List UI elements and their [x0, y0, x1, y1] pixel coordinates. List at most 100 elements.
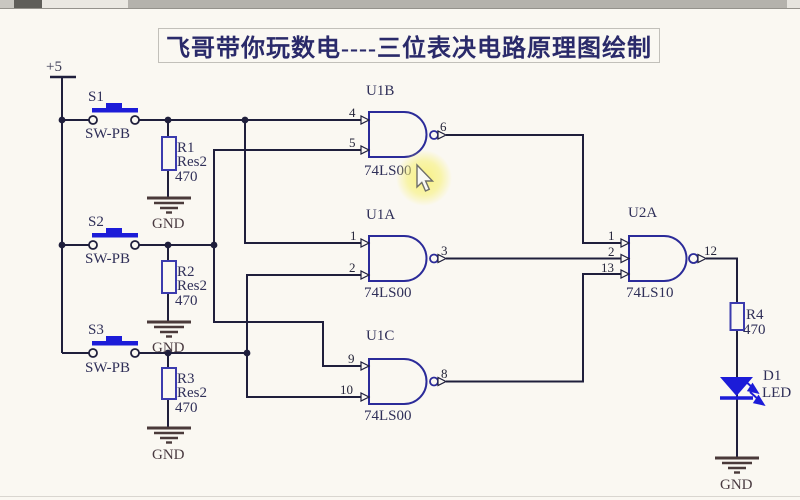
- led-emission-arrows: [743, 379, 766, 406]
- power-label: +5: [46, 59, 62, 75]
- resistor-ref: R1: [177, 140, 195, 156]
- switch-terminal: [130, 115, 140, 125]
- gnd-symbol-r1[interactable]: GND: [147, 196, 191, 232]
- resistor-model: Res2: [177, 278, 207, 294]
- junction-dot: [241, 116, 249, 124]
- pin-arrow-out: [697, 253, 708, 264]
- resistor-value: 470: [175, 169, 198, 185]
- pin-arrow-in: [360, 361, 371, 371]
- pin-arrow-in: [620, 253, 631, 264]
- switch-ref: S3: [88, 322, 104, 338]
- junction-dot: [210, 241, 218, 249]
- pin-arrow-out: [437, 130, 448, 140]
- pin-number: 6: [440, 119, 447, 134]
- gnd-symbol-led[interactable]: GND: [715, 456, 759, 493]
- cursor-overlay: [396, 150, 452, 206]
- pin-arrow-in: [620, 238, 631, 248]
- wires[interactable]: [61, 78, 738, 458]
- led-d1[interactable]: D1 LED: [720, 368, 791, 406]
- gate-part: 74LS00: [364, 285, 412, 301]
- gate-ref: U1B: [366, 83, 394, 99]
- gnd-label: GND: [720, 477, 753, 493]
- pin-number: 1: [350, 228, 357, 243]
- inversion-bubble: [429, 130, 439, 140]
- gate-u1a[interactable]: U1A 74LS00 1 2 3: [349, 207, 448, 301]
- junction-dot: [58, 116, 66, 124]
- pin-number: 3: [441, 243, 448, 258]
- gnd-label: GND: [152, 447, 185, 463]
- led-model: LED: [762, 385, 791, 401]
- switch-s1[interactable]: S1 SW-PB: [85, 89, 140, 142]
- junction-dot: [58, 241, 66, 249]
- gnd-symbol-r3[interactable]: GND: [147, 426, 191, 463]
- switch-button: [106, 228, 122, 233]
- top-strip-dark-square: [14, 0, 42, 9]
- nand-gate-body: [368, 235, 428, 282]
- inversion-bubble: [688, 253, 699, 264]
- junction-dot: [243, 349, 251, 357]
- gate-part: 74LS10: [626, 285, 674, 301]
- wire-u1b-out-to-u2a-pin1[interactable]: [446, 134, 621, 244]
- wire-s2-to-pin5-and-pin9[interactable]: [213, 149, 361, 367]
- switch-terminal: [130, 348, 140, 358]
- top-strip-right-segment: [787, 0, 800, 9]
- switch-s3[interactable]: S3 SW-PB: [85, 322, 140, 376]
- wire-u1c-out-to-u2a-pin13[interactable]: [446, 273, 621, 383]
- switch-terminal: [88, 240, 98, 250]
- resistor-value: 470: [743, 322, 766, 338]
- power-port-plus5[interactable]: +5: [46, 59, 76, 79]
- top-strip-edge: [0, 8, 800, 9]
- inversion-bubble: [429, 253, 439, 264]
- gnd-label: GND: [152, 216, 185, 232]
- resistor-r3[interactable]: R3 Res2 470: [161, 367, 207, 416]
- schematic-title-box[interactable]: 飞哥带你玩数电----三位表决电路原理图绘制: [158, 28, 660, 63]
- wire-u2a-out-to-r4[interactable]: [706, 257, 738, 304]
- gate-ref: U1A: [366, 207, 395, 223]
- gate-ref: U2A: [628, 205, 657, 221]
- switch-terminal: [88, 115, 98, 125]
- gate-ref: U1C: [366, 328, 394, 344]
- pin-number: 12: [704, 243, 717, 258]
- resistor-ref: R4: [746, 307, 764, 323]
- junction-dot: [164, 241, 172, 249]
- resistor-body: [161, 136, 177, 171]
- switch-s2[interactable]: S2 SW-PB: [85, 214, 140, 267]
- junction-dot: [164, 349, 172, 357]
- switch-terminal: [88, 348, 98, 358]
- bottom-edge-line: [0, 496, 800, 497]
- gate-part: 74LS00: [364, 408, 412, 424]
- pin-arrow-in: [360, 115, 371, 125]
- resistor-ref: R2: [177, 264, 195, 280]
- nand-gate-body: [368, 358, 428, 405]
- resistor-ref: R3: [177, 371, 195, 387]
- pin-number: 2: [608, 244, 615, 259]
- resistor-body: [161, 260, 177, 294]
- wire-s3-to-pin2-and-pin10[interactable]: [246, 274, 361, 398]
- switch-terminal: [130, 240, 140, 250]
- pin-number: 5: [349, 135, 356, 150]
- pin-number: 2: [349, 260, 356, 275]
- switch-model: SW-PB: [85, 126, 130, 142]
- resistor-body: [161, 367, 177, 400]
- resistor-r4[interactable]: R4 470: [729, 302, 766, 338]
- junction-dot: [164, 116, 172, 124]
- top-strip-light-segment: [42, 0, 128, 9]
- wire-s1-to-u1a-pin1[interactable]: [244, 120, 361, 244]
- resistor-r2[interactable]: R2 Res2 470: [161, 260, 207, 309]
- pin-arrow-out: [437, 253, 448, 264]
- pin-number: 8: [441, 366, 448, 381]
- pin-arrow-in: [620, 269, 631, 279]
- schematic-title-text: 飞哥带你玩数电----三位表决电路原理图绘制: [166, 36, 652, 62]
- gnd-label: GND: [152, 340, 185, 356]
- pin-number: 13: [601, 260, 614, 275]
- gnd-symbol-r2[interactable]: GND: [147, 320, 191, 356]
- window-top-strip: [0, 0, 800, 9]
- gate-u1c[interactable]: U1C 74LS00 9 10 8: [340, 328, 448, 424]
- resistor-r1[interactable]: R1 Res2 470: [161, 136, 207, 185]
- switch-bar: [92, 233, 138, 238]
- gate-u2a[interactable]: U2A 74LS10 1 2 13 12: [601, 205, 717, 301]
- resistor-model: Res2: [177, 385, 207, 401]
- switch-model: SW-PB: [85, 251, 130, 267]
